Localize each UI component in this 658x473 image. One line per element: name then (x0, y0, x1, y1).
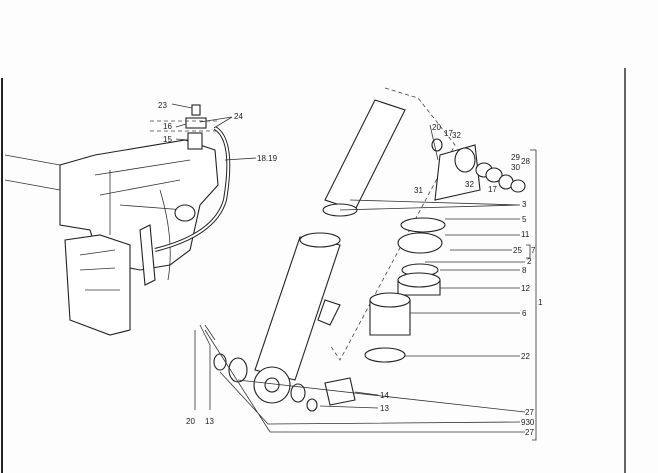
part-label-15: 15 (163, 135, 172, 144)
part-label-7: 7 (531, 246, 536, 255)
upper-tube-drawing (322, 99, 406, 217)
part-label-1: 1 (538, 298, 543, 307)
part-label-13: 13 (380, 404, 389, 413)
part-label-8: 8 (522, 266, 527, 275)
main-cylinder-drawing (253, 232, 341, 404)
part-label-12: 12 (521, 284, 530, 293)
part-label-32: 32 (452, 131, 461, 140)
part-label-30: 30 (511, 163, 520, 172)
cylinder-dashed-outline (329, 87, 456, 361)
valve-and-hose-drawing (150, 104, 231, 252)
part-label-32b: 32 (465, 180, 474, 189)
part-label-14: 14 (380, 391, 389, 400)
leader-lines (171, 103, 537, 441)
part-label-3: 3 (522, 200, 527, 209)
part-label-27: 27 (525, 408, 534, 417)
part-label-25: 25 (513, 246, 522, 255)
part-label-5: 5 (522, 215, 527, 224)
part-label-24: 24 (234, 112, 243, 121)
part-label-6: 6 (522, 309, 527, 318)
clevis-head-drawing (429, 124, 526, 201)
seal-rings-drawing (199, 217, 446, 412)
part-label-22: 22 (521, 352, 530, 361)
part-label-17: 17 (444, 129, 453, 138)
part-label-31: 31 (414, 186, 423, 195)
part-label-18-19: 18.19 (257, 154, 278, 163)
part-label-13b: 13 (205, 417, 214, 426)
part-label-27b: 27 (525, 428, 534, 437)
part-label-29: 29 (511, 153, 520, 162)
part-label-20b: 20 (186, 417, 195, 426)
part-label-9-10: 930 (521, 418, 535, 427)
tractor-housing-drawing (4, 139, 219, 336)
part-label-2: 2 (527, 257, 532, 266)
part-label-23: 23 (158, 101, 167, 110)
part-label-11: 11 (521, 230, 530, 239)
part-label-28: 28 (521, 157, 530, 166)
part-label-17b: 17 (488, 185, 497, 194)
part-label-16: 16 (163, 122, 172, 131)
part-label-20: 20 (432, 123, 441, 132)
